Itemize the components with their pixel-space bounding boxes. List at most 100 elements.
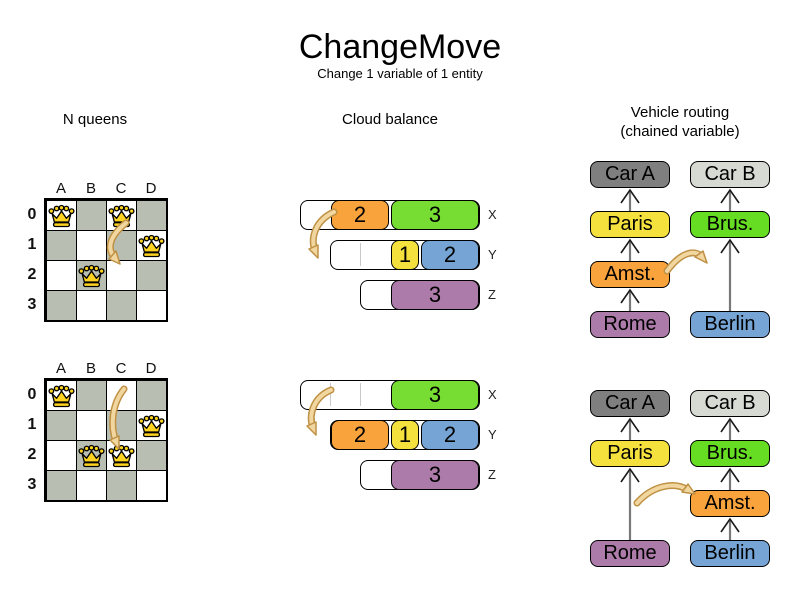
board-column-header: A — [55, 360, 66, 377]
process-block: 3 — [391, 200, 479, 230]
process-block: 3 — [391, 380, 479, 410]
board-cell — [106, 440, 137, 471]
move-arrow-head — [306, 421, 317, 436]
move-arrow-outline — [663, 249, 706, 275]
board-cell — [136, 440, 167, 471]
board-row-header: 2 — [27, 266, 37, 283]
board-cell — [136, 410, 167, 441]
vr-node-brus: Brus. — [690, 211, 770, 238]
process-block: 2 — [421, 420, 479, 450]
computer-label: Z — [488, 287, 496, 302]
board-cell — [106, 470, 137, 501]
board-column-header: C — [115, 180, 127, 197]
queen-icon — [138, 234, 165, 257]
chain-link-arrowhead — [720, 417, 740, 433]
board-row-header: 0 — [27, 206, 37, 223]
board-cell — [106, 200, 137, 231]
board-cell — [46, 470, 77, 501]
board-row-header: 1 — [27, 416, 37, 433]
board-row-header: 0 — [27, 386, 37, 403]
section-title-nqueens: N queens — [62, 111, 128, 128]
chain-link-arrowhead — [720, 517, 740, 533]
board-cell — [76, 260, 107, 291]
vr-node-paris: Paris — [590, 440, 670, 467]
vr-node-carb: Car B — [690, 390, 770, 417]
page-title: ChangeMove — [298, 28, 502, 66]
board-cell — [136, 470, 167, 501]
vr-node-rome: Rome — [590, 311, 670, 338]
board-cell — [46, 380, 77, 411]
board-column-header: A — [55, 180, 66, 197]
board-cell — [136, 200, 167, 231]
vr-node-cara: Car A — [590, 161, 670, 188]
board-cell — [106, 230, 137, 261]
board-cell — [106, 290, 137, 321]
computer-label: Z — [488, 467, 496, 482]
queen-icon — [48, 384, 75, 407]
process-block: 2 — [331, 200, 389, 230]
board-row-header: 1 — [27, 236, 37, 253]
move-arrow-outline — [633, 482, 692, 507]
vr-node-cara: Car A — [590, 390, 670, 417]
process-block: 2 — [421, 240, 479, 270]
chain-link-arrowhead — [720, 188, 740, 204]
process-block: 1 — [391, 420, 419, 450]
process-block: 1 — [391, 240, 419, 270]
board-cell — [76, 410, 107, 441]
board-column-header: C — [115, 360, 127, 377]
process-block: 3 — [391, 460, 479, 490]
vr-node-amst: Amst. — [590, 261, 670, 288]
chain-link-arrowhead — [620, 188, 640, 204]
board-cell — [106, 380, 137, 411]
computer-label: X — [488, 387, 497, 402]
board-cell — [136, 260, 167, 291]
vr-node-berlin: Berlin — [690, 540, 770, 567]
board-cell — [46, 440, 77, 471]
board-cell — [76, 290, 107, 321]
queen-icon — [78, 444, 105, 467]
vr-node-amst: Amst. — [690, 490, 770, 517]
board-column-header: B — [85, 180, 96, 197]
board-row-header: 2 — [27, 446, 37, 463]
queen-icon — [108, 444, 135, 467]
chain-link-arrowhead — [620, 238, 640, 254]
board-cell — [76, 230, 107, 261]
process-block: 3 — [391, 280, 479, 310]
board-column-header: B — [85, 360, 96, 377]
board-cell — [46, 260, 77, 291]
board-column-header: D — [145, 180, 157, 197]
board-row-header: 3 — [27, 476, 37, 493]
page-subtitle: Change 1 variable of 1 entity — [317, 66, 483, 81]
section-title-vehicle-routing: Vehicle routing (chained variable) — [580, 103, 780, 141]
board-row-header: 3 — [27, 296, 37, 313]
computer-label: X — [488, 207, 497, 222]
process-block: 2 — [331, 420, 389, 450]
board-cell — [46, 410, 77, 441]
board-cell — [46, 290, 77, 321]
board-cell — [46, 230, 77, 261]
board-cell — [76, 380, 107, 411]
move-arrow-head — [308, 244, 319, 259]
computer-label: Y — [488, 427, 497, 442]
vr-node-brus: Brus. — [690, 440, 770, 467]
queen-icon — [48, 204, 75, 227]
board-cell — [46, 200, 77, 231]
queen-icon — [78, 264, 105, 287]
queen-icon — [138, 414, 165, 437]
move-arrow-head — [694, 250, 708, 264]
board-cell — [76, 470, 107, 501]
move-arrow-body — [665, 250, 704, 273]
move-arrow-body — [635, 483, 690, 505]
chain-link-arrowhead — [620, 417, 640, 433]
board-cell — [136, 230, 167, 261]
section-title-cloud-balance: Cloud balance — [342, 111, 438, 128]
capacity-slot-divider — [360, 243, 361, 266]
vehicle-routing-subtitle: (chained variable) — [620, 123, 740, 140]
board-column-header: D — [145, 360, 157, 377]
board-cell — [76, 200, 107, 231]
vr-node-rome: Rome — [590, 540, 670, 567]
queen-icon — [108, 204, 135, 227]
capacity-slot-divider — [360, 383, 361, 406]
capacity-slot-divider — [330, 383, 331, 406]
